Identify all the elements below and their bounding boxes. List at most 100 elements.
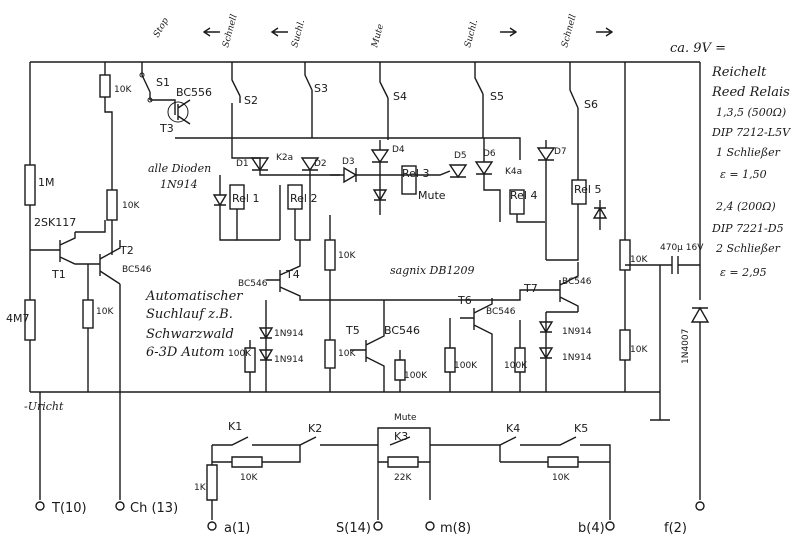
label-d3: D3: [342, 157, 355, 167]
transistor-t2: T2 BC546: [88, 240, 152, 285]
diode-d3: D3: [330, 157, 372, 184]
label-k5: K5: [574, 422, 588, 435]
note-auto-1: Automatischer: [145, 289, 243, 304]
bottom-contacts: K1 K2 Mute K3 K4 K5 1K 10K 22K 10K: [194, 413, 611, 520]
label-k3: K3: [394, 430, 408, 443]
label-d1: D1: [236, 159, 249, 169]
label-t3-type: BC556: [176, 86, 212, 99]
top-labels: Stop Schnell Suchl. Mute Suchl. Schnell …: [152, 13, 726, 56]
label-r1m: 1M: [38, 176, 55, 189]
label-r10k-e: 10K: [338, 349, 356, 359]
resistor-1m: 1M: [24, 62, 55, 206]
transistor-t1: 2SK117 T1: [30, 216, 88, 281]
label-r100k-c: 100K: [454, 361, 478, 371]
label-1n914-d: 1N914: [562, 353, 592, 363]
relay-1: Rel 1: [229, 184, 280, 241]
label-t2-type: BC546: [122, 265, 152, 275]
top-supply-rail: [30, 61, 700, 75]
label-terminal-s: S(14): [336, 521, 371, 536]
label-rel2: Rel 2: [290, 192, 317, 205]
terminal-f[interactable]: [695, 501, 705, 511]
relay-wiring: [212, 138, 608, 261]
relay-4: Rel 4: [509, 189, 545, 223]
diode-d4: D4: [370, 145, 405, 164]
label-t4: T4: [285, 268, 300, 281]
arrow-right-2: [596, 27, 614, 37]
label-r10k-g: 10K: [630, 345, 648, 355]
label-terminal-a: a(1): [224, 521, 250, 536]
label-r10k-b: 10K: [122, 201, 140, 211]
lower-wiring: [244, 289, 578, 392]
label-r10k-a: 10K: [114, 85, 132, 95]
label-schnell-left: Schnell: [221, 13, 239, 48]
label-t4-type: BC546: [238, 279, 268, 289]
transistor-t7: T7 BC546: [523, 262, 592, 312]
label-terminal-m: m(8): [440, 521, 471, 536]
terminal-m[interactable]: [425, 521, 435, 531]
label-t5-type: BC546: [384, 324, 420, 337]
info-l6: ε = 1,50: [720, 168, 767, 181]
info-l2: Reed Relais: [711, 85, 790, 100]
label-s2: S2: [244, 94, 258, 107]
resistor-10k-mid: 10K: [106, 189, 140, 221]
ground-symbol: [650, 265, 670, 421]
arrow-left-1: [202, 27, 220, 37]
label-d2: D2: [314, 159, 327, 169]
switch-s2: S2: [231, 62, 258, 107]
switch-s4: S4: [379, 62, 407, 106]
label-s4: S4: [393, 90, 407, 103]
info-l5: 1 Schließer: [716, 146, 781, 159]
relay-2: Rel 2: [287, 184, 317, 240]
label-k1: K1: [228, 420, 242, 433]
label-r10k-f: 10K: [630, 255, 648, 265]
label-supply: ca. 9V =: [670, 41, 726, 56]
transistor-t3: BC556 T3: [159, 86, 212, 135]
label-1n914-b: 1N914: [274, 355, 304, 365]
relay-3: Rel 3 Mute: [401, 165, 446, 202]
label-u-richt: -Uricht: [24, 400, 64, 413]
label-r100k-b: 100K: [404, 371, 428, 381]
switch-s6: S6: [569, 62, 598, 115]
label-rel1: Rel 1: [232, 192, 259, 205]
label-d5: D5: [454, 151, 467, 161]
arrow-left-2: [270, 27, 288, 37]
label-r22k: 22K: [394, 473, 412, 483]
resistor-10k-t2: 10K: [82, 299, 114, 329]
label-terminal-f: f(2): [664, 521, 687, 536]
diode-d1: D1: [236, 157, 270, 172]
diode-1n4007: 1N4007: [681, 62, 710, 500]
label-stop: Stop: [152, 16, 171, 39]
label-terminal-t: T(10): [51, 501, 87, 516]
terminal-ch[interactable]: [115, 501, 125, 511]
label-k4: K4: [506, 422, 520, 435]
label-mute-top: Mute: [370, 23, 386, 50]
label-k4a: K4a: [505, 167, 522, 177]
label-t6-type: BC546: [486, 307, 516, 317]
diode-d6: D6: [474, 149, 496, 176]
terminal-s[interactable]: [373, 521, 383, 531]
arrow-right-1: [500, 27, 518, 37]
terminal-t[interactable]: [35, 501, 45, 511]
label-cap: 470µ 16V: [660, 243, 704, 253]
label-rel4: Rel 4: [510, 189, 537, 202]
note-dioden-1: alle Dioden: [148, 162, 211, 175]
label-r10k-c: 10K: [96, 307, 114, 317]
diode-d5: D5: [448, 151, 468, 179]
info-l8: DIP 7221-D5: [711, 222, 784, 235]
label-t5: T5: [345, 324, 360, 337]
resistor-10k-center: 10K 10K: [324, 215, 356, 392]
diode-d7: D7: [536, 147, 567, 162]
terminal-b[interactable]: [605, 521, 615, 531]
note-automatic-search: Automatischer Suchlauf z.B. Schwarzwald …: [145, 289, 243, 360]
label-r1k: 1K: [194, 483, 207, 493]
terminal-a[interactable]: [207, 521, 217, 531]
label-1n914-c: 1N914: [562, 327, 592, 337]
note-auto-3: Schwarzwald: [146, 327, 234, 342]
info-l7: 2,4 (200Ω): [715, 200, 776, 213]
label-suchl-right: Suchl.: [463, 18, 480, 48]
label-r100k-a: 100K: [228, 349, 252, 359]
relay-info-block: Reichelt Reed Relais 1,3,5 (500Ω) DIP 72…: [711, 65, 791, 279]
label-t7: T7: [523, 282, 538, 295]
label-r4m7: 4M7: [6, 312, 30, 325]
resistor-10k-top: 10K: [99, 74, 132, 98]
